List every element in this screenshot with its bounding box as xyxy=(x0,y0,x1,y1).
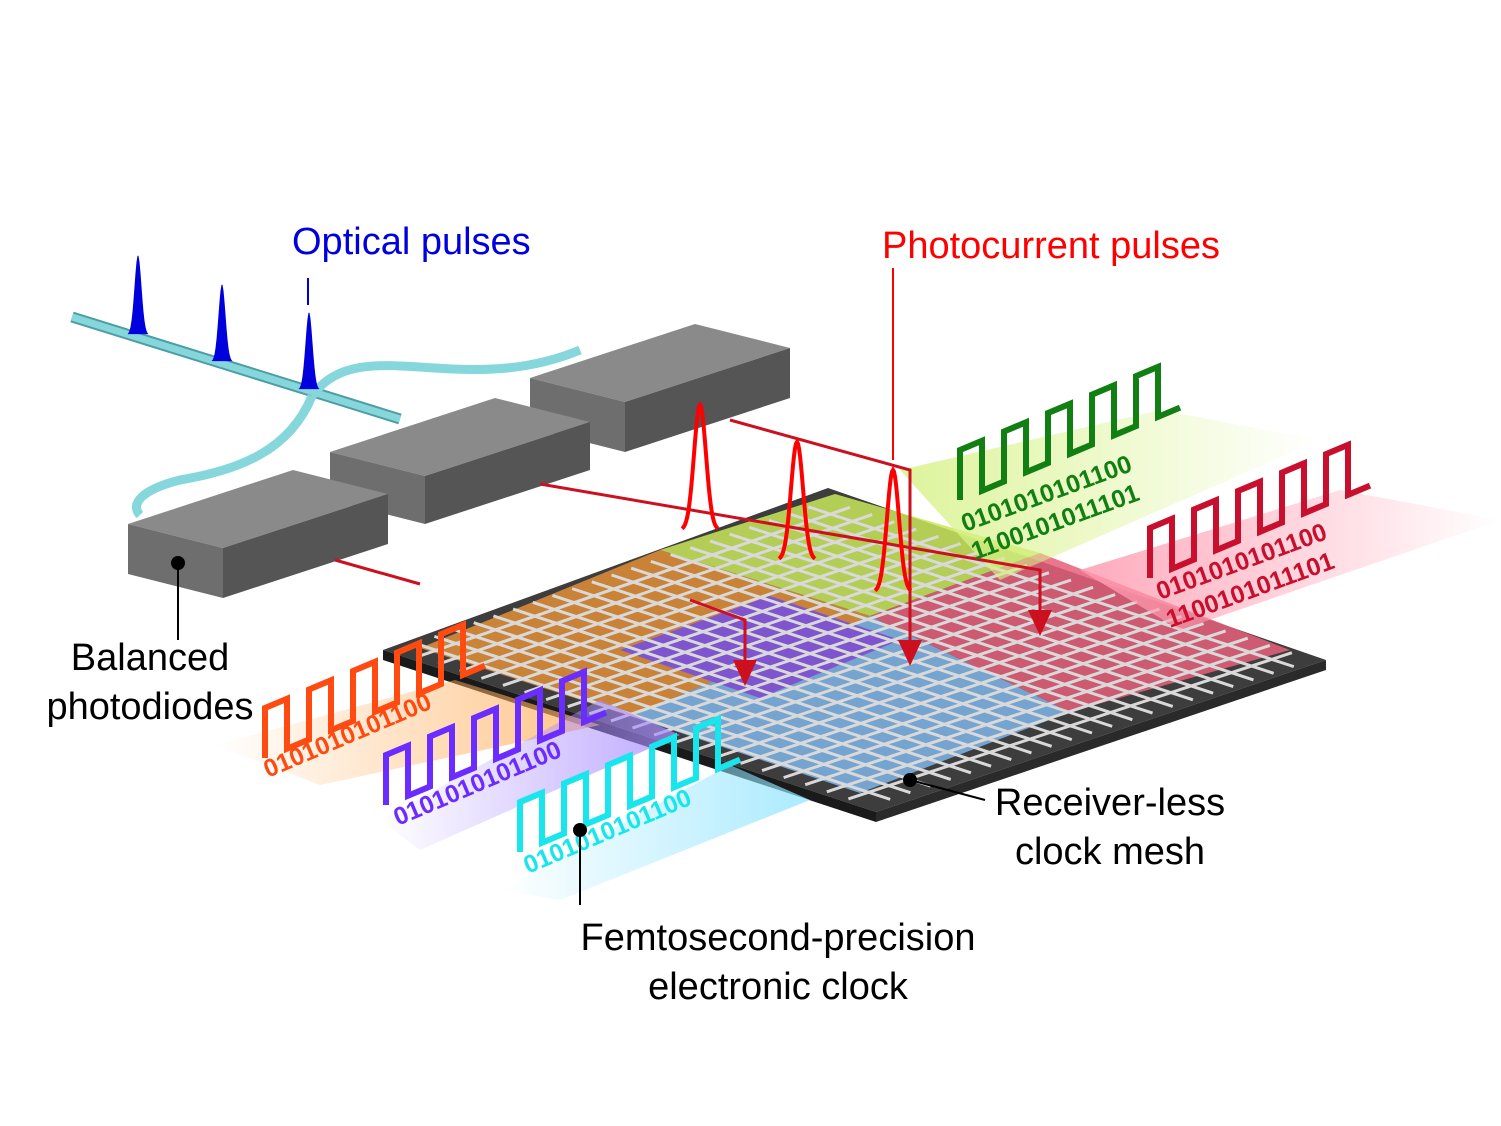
optical-pulse-group xyxy=(127,255,320,390)
mesh-wire-row xyxy=(689,546,1174,708)
mesh-wire-row xyxy=(670,553,1154,715)
clock-mesh-label-line1: Receiver-less xyxy=(994,782,1226,824)
wire-front xyxy=(334,558,421,586)
mesh-wire-column xyxy=(653,585,1094,737)
mesh-wire-column xyxy=(847,651,1293,801)
optical-pulse xyxy=(211,284,233,362)
wire-left xyxy=(689,598,747,662)
callout-leaders xyxy=(177,268,986,905)
optical-fibers xyxy=(70,311,582,519)
clock-wave-crimson xyxy=(1147,440,1372,578)
arrow-down-2 xyxy=(898,640,922,666)
arrow-down-3 xyxy=(1028,610,1052,636)
band-orange xyxy=(215,680,600,785)
block-top xyxy=(530,324,790,402)
block-top xyxy=(330,398,590,476)
photocurrent-arrows xyxy=(733,610,1052,686)
photodiode-block-front xyxy=(128,470,388,598)
mesh-wire-row xyxy=(709,539,1194,702)
mesh-wires xyxy=(414,505,1295,801)
optical-pulse xyxy=(127,255,149,335)
arrow-down-1 xyxy=(733,660,757,686)
clock-wave-purple xyxy=(383,667,608,805)
callout-dots xyxy=(171,556,917,837)
chip-edge-side xyxy=(876,660,1326,822)
block-side xyxy=(425,422,590,524)
dot-mesh xyxy=(903,773,917,787)
mesh-region-green xyxy=(660,494,1040,616)
mesh-wire-row xyxy=(768,519,1254,682)
photocurrent-pulse xyxy=(873,466,913,593)
mesh-wire-column xyxy=(696,600,1138,751)
mesh-wire-column xyxy=(632,578,1072,730)
photocurrent-pulse xyxy=(680,401,720,531)
balanced-photodiodes-label-line2: photodiodes xyxy=(46,686,254,728)
mesh-wire-row xyxy=(650,559,1133,722)
mesh-wire-row xyxy=(729,532,1214,695)
photocurrent-pulse-group xyxy=(680,401,913,593)
wire-back xyxy=(729,418,912,642)
mesh-wire-row xyxy=(630,566,1113,728)
clock-wave-green xyxy=(957,362,1182,500)
band-purple xyxy=(380,700,680,850)
dot-photodiodes xyxy=(171,556,185,570)
mesh-wire-column xyxy=(804,636,1249,787)
mesh-wire-column xyxy=(718,607,1160,758)
clock-waveforms xyxy=(262,362,1372,852)
photodiode-blocks xyxy=(128,324,790,598)
clock-wave-cyan xyxy=(517,714,742,852)
fiber-branch-right xyxy=(308,345,582,399)
electronic-clock-label-line2: electronic clock xyxy=(648,966,908,1008)
dot-clock xyxy=(573,823,587,837)
block-top xyxy=(128,470,388,548)
fiber-branch-left xyxy=(131,394,317,519)
clock-mesh-chip xyxy=(383,488,1326,822)
mesh-wire-column xyxy=(761,622,1205,772)
photocurrent-pulse xyxy=(777,438,817,561)
mesh-wire-column xyxy=(783,629,1227,780)
mesh-wire-row xyxy=(807,505,1295,669)
clock-mesh-label-line2: clock mesh xyxy=(1014,831,1206,873)
band-pink xyxy=(1080,490,1501,630)
electronic-clock-label-line1: Femtosecond-precision xyxy=(580,917,976,959)
mesh-wire-column xyxy=(826,644,1271,794)
balanced-photodiodes-label-line1: Balanced xyxy=(70,637,230,679)
clock-wave-orange xyxy=(262,620,487,758)
optical-pulses-label: Optical pulses xyxy=(292,221,531,263)
band-cyan xyxy=(500,765,810,900)
block-side xyxy=(223,494,388,598)
fiber-main-core xyxy=(70,313,402,423)
block-side xyxy=(625,348,790,452)
wire-middle xyxy=(539,482,1042,612)
photocurrent-pulses-label: Photocurrent pulses xyxy=(882,225,1220,267)
mesh-wire-row xyxy=(748,525,1234,688)
photocurrent-wires xyxy=(334,418,1042,662)
mesh-wire-column xyxy=(739,614,1182,765)
optical-pulse xyxy=(298,312,320,390)
leader-mesh xyxy=(909,779,986,801)
